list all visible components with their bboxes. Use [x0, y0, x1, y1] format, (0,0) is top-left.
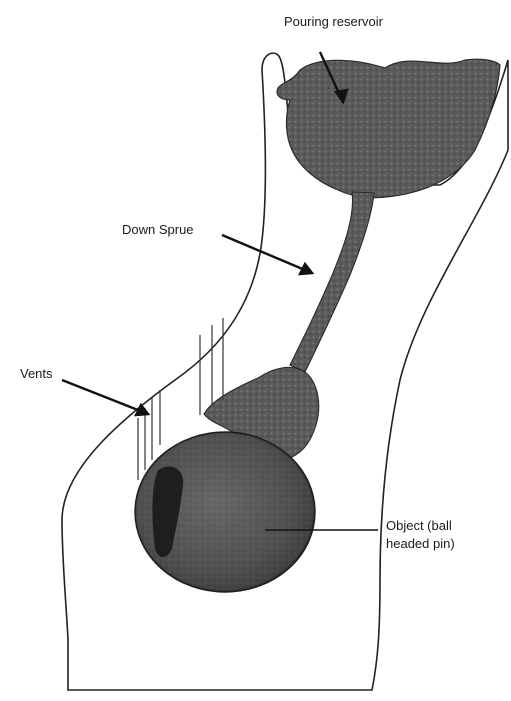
label-down-sprue: Down Sprue [122, 222, 194, 238]
label-object-line1: Object (ball [386, 518, 452, 534]
arrow-vents [62, 380, 148, 414]
label-object-line2: headed pin) [386, 536, 455, 552]
label-pouring-reservoir: Pouring reservoir [284, 14, 383, 30]
label-vents: Vents [20, 366, 53, 382]
